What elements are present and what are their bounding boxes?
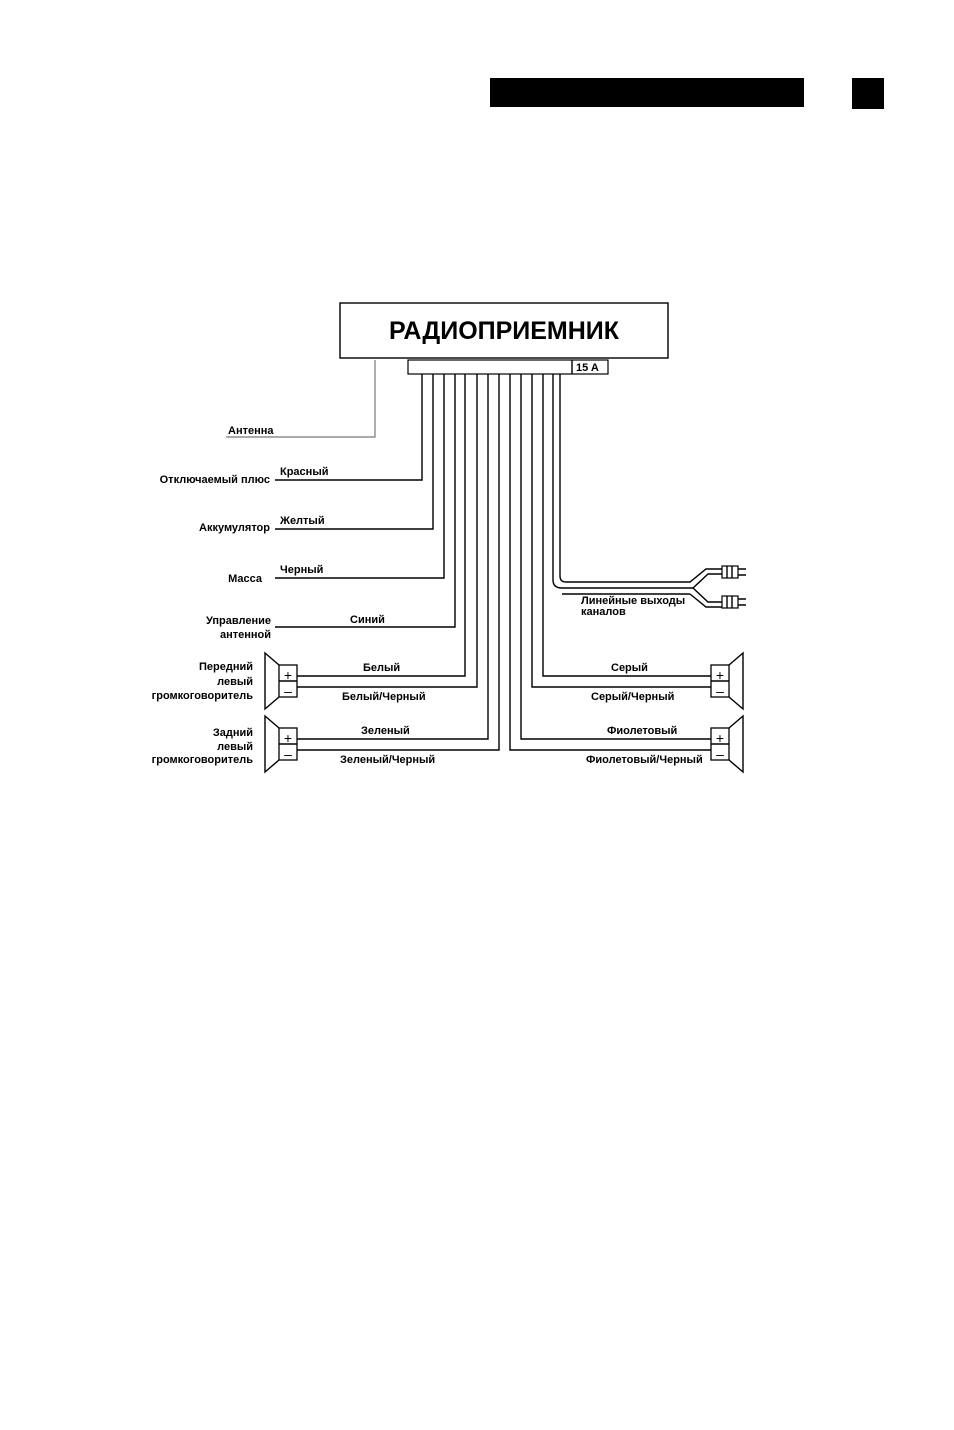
rear-left-plus-sign: +: [284, 730, 292, 746]
front-right-minus-wire: [531, 374, 711, 688]
rear-left-plus-wire: [297, 374, 489, 740]
radio-unit-box: [339, 302, 669, 359]
antenna-control-wire: [275, 374, 456, 628]
switched-plus-label: Отключаемый плюс: [160, 474, 270, 486]
line-out-cable-2a: [692, 587, 722, 603]
antenna-control-color: Синий: [350, 614, 385, 626]
front-left-minus-sign: –: [284, 683, 292, 699]
rear-right-minus-wire: [509, 374, 711, 751]
switched-plus-color: Красный: [280, 466, 328, 478]
front-right-plus-color: Серый: [611, 662, 648, 674]
front-left-minus-wire: [297, 374, 478, 688]
front-left-speaker: + –: [264, 651, 298, 711]
ground-wire: [275, 374, 445, 579]
rear-right-plus-wire: [520, 374, 711, 740]
rear-left-label-3: громкоговоритель: [152, 754, 254, 766]
front-right-minus-color: Серый/Черный: [591, 691, 674, 703]
header-square: [852, 78, 884, 109]
radio-unit-title: РАДИОПРИЕМНИК: [389, 317, 620, 345]
antenna-wire: [226, 360, 376, 438]
antenna-control-label-1: Управление: [206, 615, 271, 627]
antenna-control-label-2: антенной: [220, 629, 271, 641]
rear-left-speaker: + –: [264, 714, 298, 774]
header-bar: [490, 78, 804, 107]
rear-left-plus-color: Зеленый: [361, 725, 410, 737]
front-left-minus-color: Белый/Черный: [342, 691, 426, 703]
front-left-plus-wire: [297, 374, 466, 677]
rear-right-speaker: + –: [710, 714, 744, 774]
ground-color: Черный: [280, 564, 323, 576]
rear-right-plus-color: Фиолетовый: [607, 725, 677, 737]
line-out-label-2: каналов: [581, 606, 626, 618]
battery-wire: [275, 374, 434, 530]
rear-left-minus-wire: [297, 374, 500, 751]
line-out-cable-1b: [559, 374, 722, 583]
front-left-label-1: Передний: [199, 661, 253, 673]
connector-strip: [407, 359, 609, 375]
line-out-cable-1a: [552, 374, 722, 589]
front-left-plus-color: Белый: [363, 662, 400, 674]
ground-label: Масса: [228, 573, 263, 585]
rear-right-plus-sign: +: [716, 730, 724, 746]
battery-label: Аккумулятор: [199, 522, 270, 534]
fuse-label: 15 A: [576, 362, 599, 374]
front-left-plus-sign: +: [284, 667, 292, 683]
rear-left-label-1: Задний: [213, 727, 253, 739]
line-out-label-1: Линейные выходы: [581, 595, 685, 607]
rca-plug-top: [721, 565, 746, 579]
rear-left-minus-sign: –: [284, 746, 292, 762]
front-right-plus-sign: +: [716, 667, 724, 683]
line-out-cable-2b: [562, 593, 722, 608]
rear-right-minus-color: Фиолетовый/Черный: [586, 754, 703, 766]
front-left-label-2: левый: [217, 676, 253, 688]
rca-plug-bottom: [721, 595, 746, 609]
battery-color: Желтый: [279, 515, 325, 527]
antenna-label: Антенна: [228, 425, 274, 437]
front-right-speaker: + –: [710, 651, 744, 711]
front-right-plus-wire: [542, 374, 711, 677]
rear-left-label-2: левый: [217, 741, 253, 753]
rear-left-minus-color: Зеленый/Черный: [340, 754, 435, 766]
front-right-minus-sign: –: [716, 683, 724, 699]
switched-plus-wire: [275, 374, 423, 481]
rear-right-minus-sign: –: [716, 746, 724, 762]
front-left-label-3: громкоговоритель: [152, 690, 254, 702]
